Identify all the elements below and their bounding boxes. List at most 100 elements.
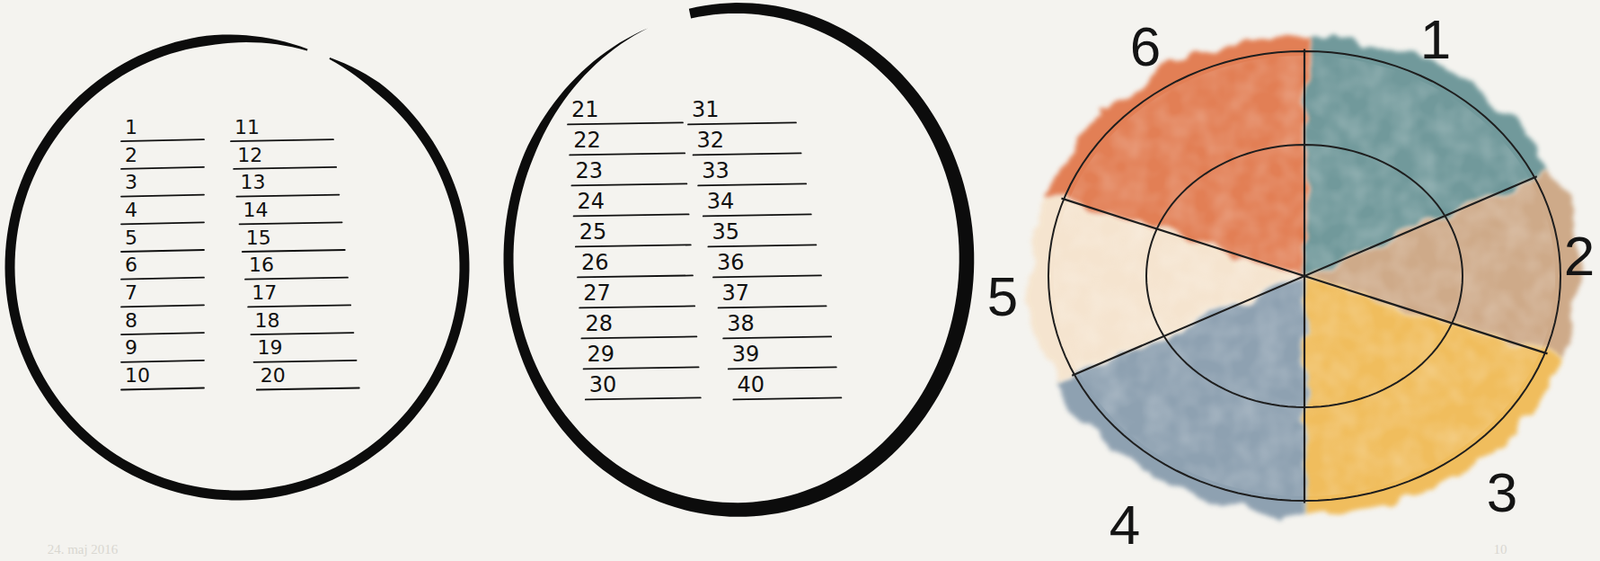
list-number: 25 — [579, 219, 608, 246]
answer-line — [688, 122, 796, 124]
answer-line — [233, 167, 336, 169]
answer-line — [723, 335, 831, 338]
answer-line — [581, 335, 697, 338]
answer-line — [239, 221, 343, 224]
list-number: 2 — [124, 143, 138, 168]
answer-line — [247, 304, 351, 307]
list-number: 7 — [124, 281, 138, 305]
list-number: 40 — [736, 371, 765, 398]
answer-line — [693, 152, 802, 155]
list-number: 16 — [248, 253, 275, 277]
answer-line — [575, 244, 691, 247]
answer-line — [121, 249, 204, 252]
footer-date: 24. maj 2016 — [47, 542, 119, 557]
sector-number: 2 — [1564, 228, 1595, 284]
list-number: 18 — [254, 309, 280, 333]
list-number: 20 — [260, 363, 286, 388]
answer-line — [583, 366, 699, 369]
list-number: 17 — [251, 281, 277, 305]
page-number: 10 — [1493, 542, 1508, 557]
list-number: 12 — [237, 143, 263, 168]
list-number: 39 — [732, 341, 761, 368]
list-number: 21 — [571, 97, 600, 124]
answer-line — [585, 397, 701, 399]
sector-number: 6 — [1130, 18, 1161, 75]
wheel-lines — [1048, 49, 1561, 504]
sector-number: 3 — [1486, 464, 1518, 521]
list-number: 31 — [691, 97, 720, 124]
list-number: 38 — [726, 310, 755, 337]
list-number: 6 — [124, 253, 138, 277]
answer-line — [728, 366, 837, 369]
list-number: 34 — [707, 188, 735, 215]
list-number: 24 — [577, 188, 606, 215]
sector-number: 4 — [1109, 496, 1141, 553]
answer-line — [121, 277, 204, 280]
answer-line — [574, 213, 690, 216]
answer-line — [713, 274, 822, 277]
wheel-sectors — [1030, 35, 1579, 517]
list-number: 32 — [697, 127, 725, 154]
answer-line — [242, 249, 345, 252]
answer-line — [245, 277, 348, 280]
answer-line — [571, 183, 687, 186]
sector-number: 1 — [1420, 11, 1451, 68]
list-number: 15 — [246, 226, 272, 250]
list-number: 28 — [584, 310, 613, 337]
answer-line — [718, 305, 827, 308]
answer-line — [121, 360, 204, 363]
list-number: 14 — [243, 198, 269, 222]
list-number: 4 — [124, 198, 138, 222]
answer-line — [579, 305, 695, 308]
list-number: 37 — [722, 280, 751, 307]
answer-line — [256, 387, 360, 389]
answer-line — [121, 221, 204, 224]
list-number: 26 — [581, 249, 610, 276]
answer-line — [121, 304, 204, 307]
list-number: 5 — [124, 226, 138, 250]
number-circle: 1234567891011121314151617181920 — [0, 24, 479, 510]
list-number: 22 — [573, 127, 602, 154]
list-number: 3 — [124, 170, 138, 195]
list-number: 8 — [124, 309, 138, 333]
wheel-divider — [1061, 198, 1548, 354]
answer-line — [254, 360, 357, 363]
answer-line — [707, 244, 816, 247]
list-number: 19 — [257, 335, 283, 360]
answer-line — [230, 139, 334, 142]
wheel-texture — [1069, 55, 1305, 276]
circle-outline — [0, 24, 479, 510]
brush-stroke — [503, 2, 975, 517]
answer-line — [698, 183, 806, 186]
answer-line — [577, 274, 693, 277]
answer-line — [121, 387, 204, 389]
answer-line — [121, 139, 204, 142]
answer-line — [236, 194, 339, 197]
list-number: 13 — [239, 170, 266, 195]
answer-line — [703, 213, 812, 216]
wheel-texture — [1304, 275, 1540, 496]
list-number: 36 — [716, 249, 745, 276]
answer-line — [569, 152, 685, 155]
list-number: 33 — [701, 158, 730, 185]
list-number: 27 — [583, 280, 611, 307]
list-number: 29 — [587, 341, 616, 368]
sector-number: 5 — [987, 268, 1018, 325]
list-number: 9 — [124, 335, 138, 360]
list-number: 10 — [124, 363, 151, 388]
brush-stroke — [5, 35, 470, 501]
answer-line — [250, 332, 354, 335]
answer-line — [121, 194, 204, 197]
answer-line — [121, 332, 204, 335]
list-number: 23 — [574, 158, 603, 185]
list-number: 11 — [234, 115, 260, 140]
answer-line — [733, 397, 841, 399]
answer-line — [567, 122, 683, 124]
answer-line — [121, 167, 204, 169]
list-number: 35 — [711, 219, 740, 246]
number-circle: 21 22 23 24 25 26 27 28 29 30 31 32 33 34 35 36 37 38 39 40 — [492, 0, 983, 526]
list-number: 30 — [589, 371, 618, 398]
list-number: 1 — [124, 115, 138, 140]
